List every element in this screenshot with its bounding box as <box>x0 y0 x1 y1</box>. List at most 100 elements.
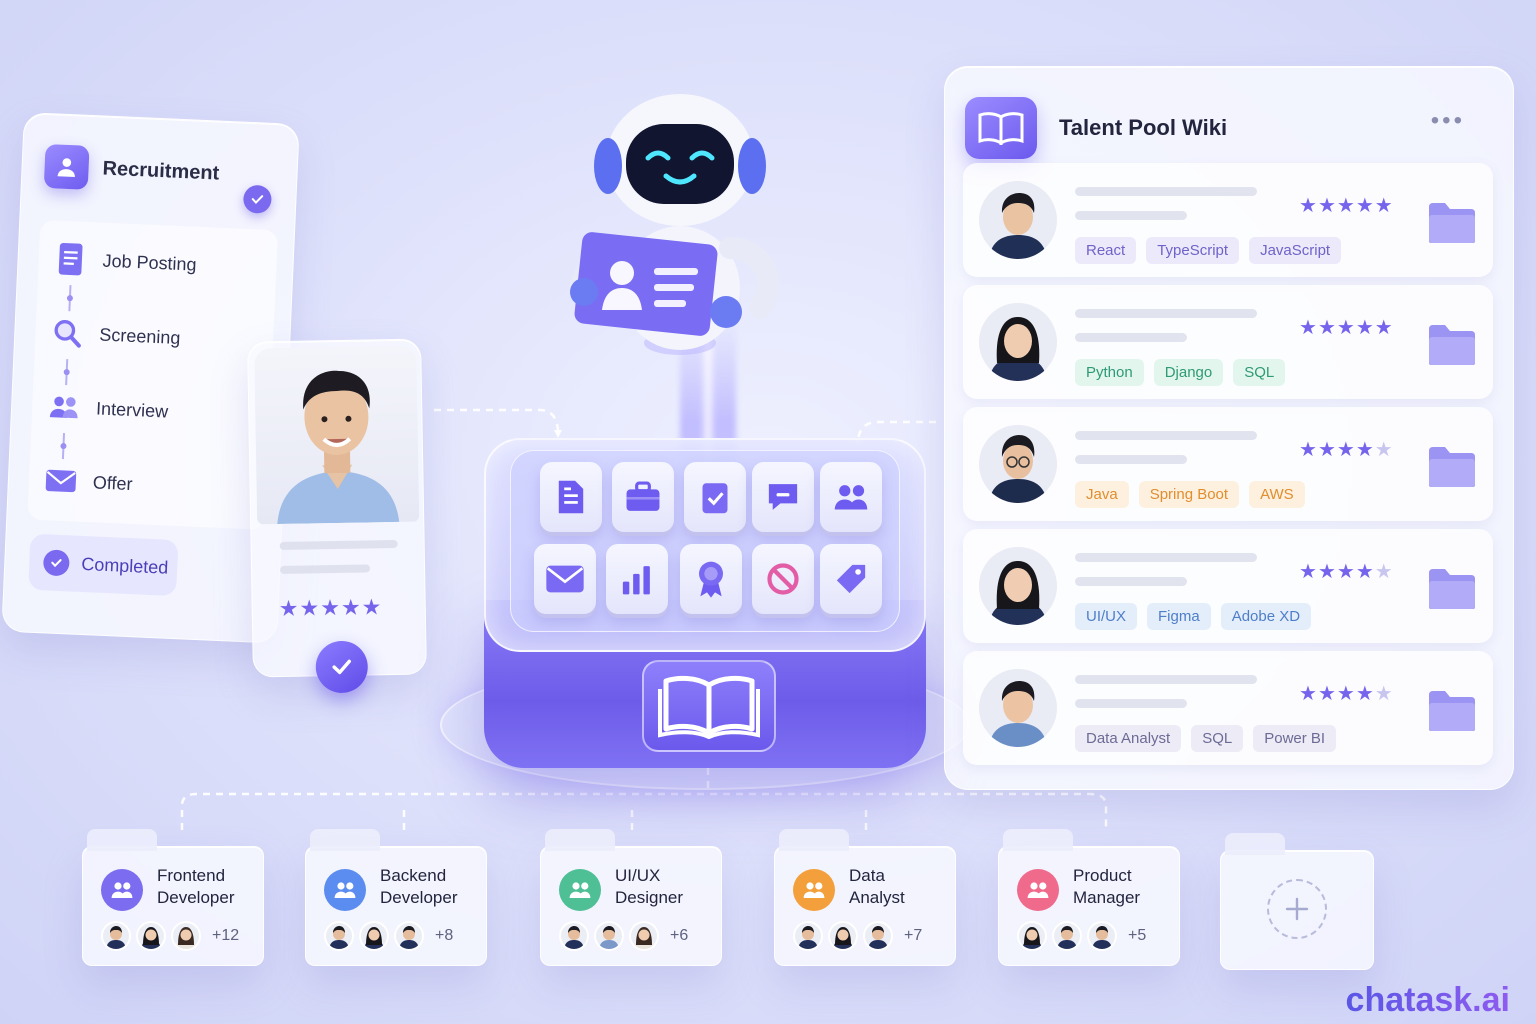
step-label: Offer <box>92 471 134 494</box>
candidate-photo <box>254 345 420 525</box>
step-interview[interactable]: Interview <box>47 390 169 427</box>
skill-tag[interactable]: Spring Boot <box>1138 481 1240 508</box>
team-icon <box>559 869 601 911</box>
avatar <box>629 921 659 951</box>
star-icon: ★ <box>361 594 383 620</box>
step-offer[interactable]: Offer <box>44 464 133 500</box>
star-icon: ★ <box>1355 439 1375 461</box>
star-icon: ★ <box>1299 561 1318 583</box>
star-icon: ★ <box>1355 195 1375 217</box>
avatar <box>828 921 858 951</box>
approve-button[interactable] <box>315 640 369 694</box>
skill-tag[interactable]: Data Analyst <box>1075 725 1182 752</box>
candidate-row[interactable]: ★★★★★ Java Spring Boot AWS <box>963 407 1493 521</box>
text-placeholder <box>1075 699 1187 708</box>
tool-block[interactable] <box>752 544 814 614</box>
skill-tag[interactable]: SQL <box>1233 359 1286 386</box>
block-icon <box>767 563 799 595</box>
candidate-row[interactable]: ★★★★★ UI/UX Figma Adobe XD <box>963 529 1493 643</box>
talent-pool-wiki: Talent Pool Wiki ••• ★★★★★ React TypeScr… <box>944 66 1514 790</box>
star-icon: ★ <box>299 595 321 621</box>
skill-tag[interactable]: Adobe XD <box>1220 603 1312 630</box>
folder-icon[interactable] <box>1427 445 1477 494</box>
avatar <box>359 921 389 951</box>
text-placeholder <box>1075 333 1187 342</box>
candidate-rating: ★★★★★ <box>1299 437 1394 462</box>
folder-icon[interactable] <box>1427 567 1477 616</box>
star-icon: ★ <box>1336 683 1356 705</box>
skill-tag[interactable]: Django <box>1153 359 1224 386</box>
skill-tag[interactable]: UI/UX <box>1075 603 1138 630</box>
recruitment-steps: Job Posting Screening Interview Offer <box>27 219 279 530</box>
text-placeholder <box>1075 309 1257 318</box>
candidate-row[interactable]: ★★★★★ Data Analyst SQL Power BI <box>963 651 1493 765</box>
candidate-avatar <box>979 669 1057 747</box>
skill-tag[interactable]: TypeScript <box>1146 237 1240 264</box>
star-icon: ★ <box>340 594 362 620</box>
avatar <box>1017 921 1047 951</box>
tool-mail[interactable] <box>534 544 596 614</box>
step-label: Interview <box>95 397 169 422</box>
candidate-avatar <box>979 303 1057 381</box>
tool-tag[interactable] <box>820 544 882 614</box>
skill-tag[interactable]: React <box>1075 237 1137 264</box>
star-icon: ★ <box>1374 561 1394 583</box>
people-icon <box>47 390 80 423</box>
star-icon: ★ <box>1299 683 1318 705</box>
candidate-row[interactable]: ★★★★★ React TypeScript JavaScript <box>963 163 1493 277</box>
text-placeholder <box>1075 553 1257 562</box>
folder-icon[interactable] <box>1427 689 1477 738</box>
skill-tag[interactable]: AWS <box>1249 481 1305 508</box>
team-icon <box>324 869 366 911</box>
star-icon: ★ <box>1336 195 1356 217</box>
bar-chart-icon <box>622 566 650 595</box>
category-name-line: Developer <box>380 888 458 907</box>
skill-tag[interactable]: SQL <box>1191 725 1244 752</box>
completed-badge[interactable]: Completed <box>28 533 179 597</box>
star-icon: ★ <box>1355 317 1375 339</box>
skill-tag[interactable]: Figma <box>1147 603 1211 630</box>
member-count: +5 <box>1128 927 1147 944</box>
star-icon: ★ <box>1299 439 1318 461</box>
mail-icon <box>44 464 77 497</box>
avatar <box>594 921 624 951</box>
skill-tags: UI/UX Figma Adobe XD <box>1075 603 1312 630</box>
member-avatars: +12 <box>101 921 239 951</box>
candidate-row[interactable]: ★★★★★ Python Django SQL <box>963 285 1493 399</box>
folder-icon[interactable] <box>1427 323 1477 372</box>
tool-award[interactable] <box>680 544 742 614</box>
star-icon: ★ <box>1355 561 1375 583</box>
wiki-header: Talent Pool Wiki <box>965 97 1227 159</box>
tool-checklist[interactable] <box>684 462 746 532</box>
tool-briefcase[interactable] <box>612 462 674 532</box>
step-job-posting[interactable]: Job Posting <box>54 242 197 280</box>
skill-tag[interactable]: Java <box>1075 481 1129 508</box>
folder-icon[interactable] <box>1427 201 1477 250</box>
knowledge-base-button[interactable] <box>642 660 776 752</box>
star-icon: ★ <box>1317 317 1337 339</box>
step-label: Job Posting <box>102 250 198 275</box>
category-name-line: UI/UX <box>615 866 661 885</box>
tool-people[interactable] <box>820 462 882 532</box>
tool-chat[interactable] <box>752 462 814 532</box>
tool-analytics[interactable] <box>606 544 668 614</box>
step-screening[interactable]: Screening <box>51 316 181 354</box>
candidate-avatar <box>979 425 1057 503</box>
add-category-button[interactable] <box>1220 833 1374 970</box>
candidate-card[interactable]: ★★★★★ <box>247 338 427 694</box>
skill-tag[interactable]: JavaScript <box>1249 237 1342 264</box>
more-options-icon[interactable]: ••• <box>1430 107 1465 134</box>
skill-tag[interactable]: Power BI <box>1253 725 1337 752</box>
text-placeholder <box>1075 675 1257 684</box>
step-connector <box>68 285 72 312</box>
skill-tags: Java Spring Boot AWS <box>1075 481 1305 508</box>
recruitment-header: Recruitment <box>43 143 220 196</box>
tool-document[interactable] <box>540 462 602 532</box>
skill-tag[interactable]: Python <box>1075 359 1144 386</box>
